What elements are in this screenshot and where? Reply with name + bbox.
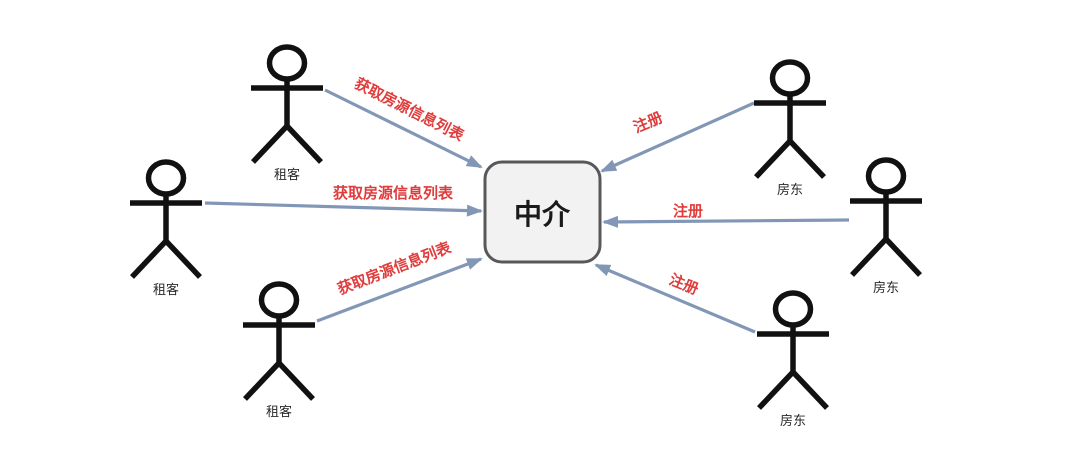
arrow-line [324,88,483,169]
arrow-label: 注册 [667,270,702,298]
arrow-line [600,101,755,173]
arrow-landlord-middle: 注册 [602,202,850,228]
stick-figure-icon [130,162,202,277]
actor-landlord-bottom: 房东 [757,293,829,428]
actor-label: 租客 [153,282,179,297]
stick-figure-icon [850,160,922,275]
actor-label: 租客 [274,167,300,182]
arrow-label: 注册 [631,108,666,136]
arrow-line [594,263,756,334]
actor-tenant-middle: 租客 [130,162,202,297]
actor-label: 房东 [777,182,803,197]
stick-figure-icon [757,293,829,408]
arrow-landlord-bottom: 注册 [594,263,756,334]
stick-figure-icon [243,284,315,399]
actor-landlord-top: 房东 [754,62,826,197]
actor-tenant-top: 租客 [251,47,323,182]
arrow-label: 获取房源信息列表 [335,238,454,298]
actor-label: 房东 [780,413,806,428]
center-box [483,160,602,264]
arrow-line [204,201,483,217]
arrow-label: 获取房源信息列表 [352,74,468,145]
actor-landlord-middle: 房东 [850,160,922,295]
actor-label: 房东 [873,280,899,295]
arrow-line [602,215,850,228]
arrow-tenant-top: 获取房源信息列表 [324,74,483,169]
stick-figure-icon [754,62,826,177]
actor-label: 租客 [266,404,292,419]
arrow-label: 获取房源信息列表 [333,184,454,202]
arrow-tenant-middle: 获取房源信息列表 [204,184,483,217]
arrow-label: 注册 [673,202,703,220]
center-box-label: 中介 [514,199,571,230]
actor-tenant-bottom: 租客 [243,284,315,419]
center-box-group: 中介 [483,160,602,264]
arrow-landlord-top: 注册 [600,101,755,173]
arrow-tenant-bottom: 获取房源信息列表 [316,238,483,323]
arrow-line [316,257,483,323]
stick-figure-icon [251,47,323,162]
